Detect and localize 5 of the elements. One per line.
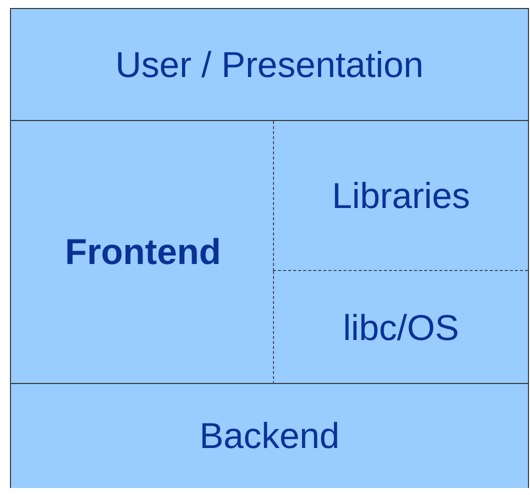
layer-region: Libraries (273, 121, 528, 271)
layer-band (11, 121, 528, 384)
layer-band: User / Presentation (11, 9, 528, 121)
layer-band: Backend (11, 384, 528, 488)
layer-label: Frontend (64, 231, 222, 273)
